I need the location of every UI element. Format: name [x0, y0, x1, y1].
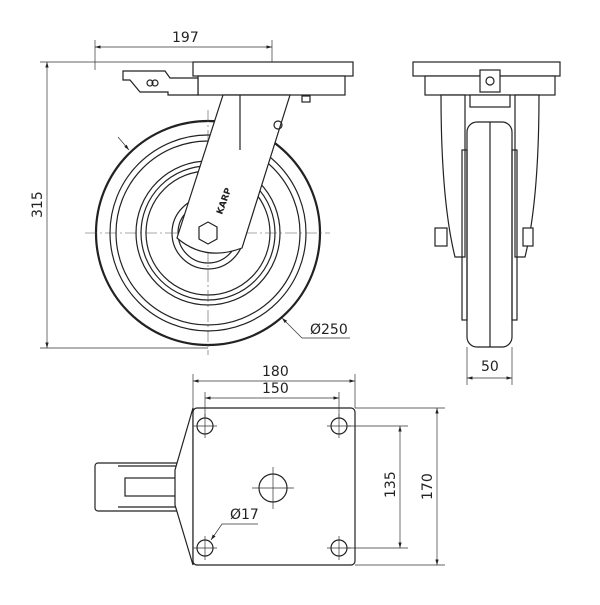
top-view: 180 150 135 170 Ø17	[94, 364, 445, 566]
top-plate	[122, 61, 354, 96]
fork-arm	[176, 94, 291, 254]
dim-150: 150	[262, 381, 289, 397]
side-view: 50	[412, 61, 561, 385]
dim-315: 315	[30, 191, 46, 218]
front-view: KARP 197 315 Ø250	[30, 30, 354, 355]
dim-diameter-17: Ø17	[230, 507, 259, 523]
dim-180: 180	[262, 364, 289, 380]
axle-nut	[198, 221, 218, 245]
dim-197: 197	[172, 30, 199, 46]
dim-diameter-250: Ø250	[310, 322, 348, 338]
dim-170: 170	[420, 473, 436, 500]
dim-50: 50	[481, 359, 499, 375]
dim-135: 135	[383, 471, 399, 498]
